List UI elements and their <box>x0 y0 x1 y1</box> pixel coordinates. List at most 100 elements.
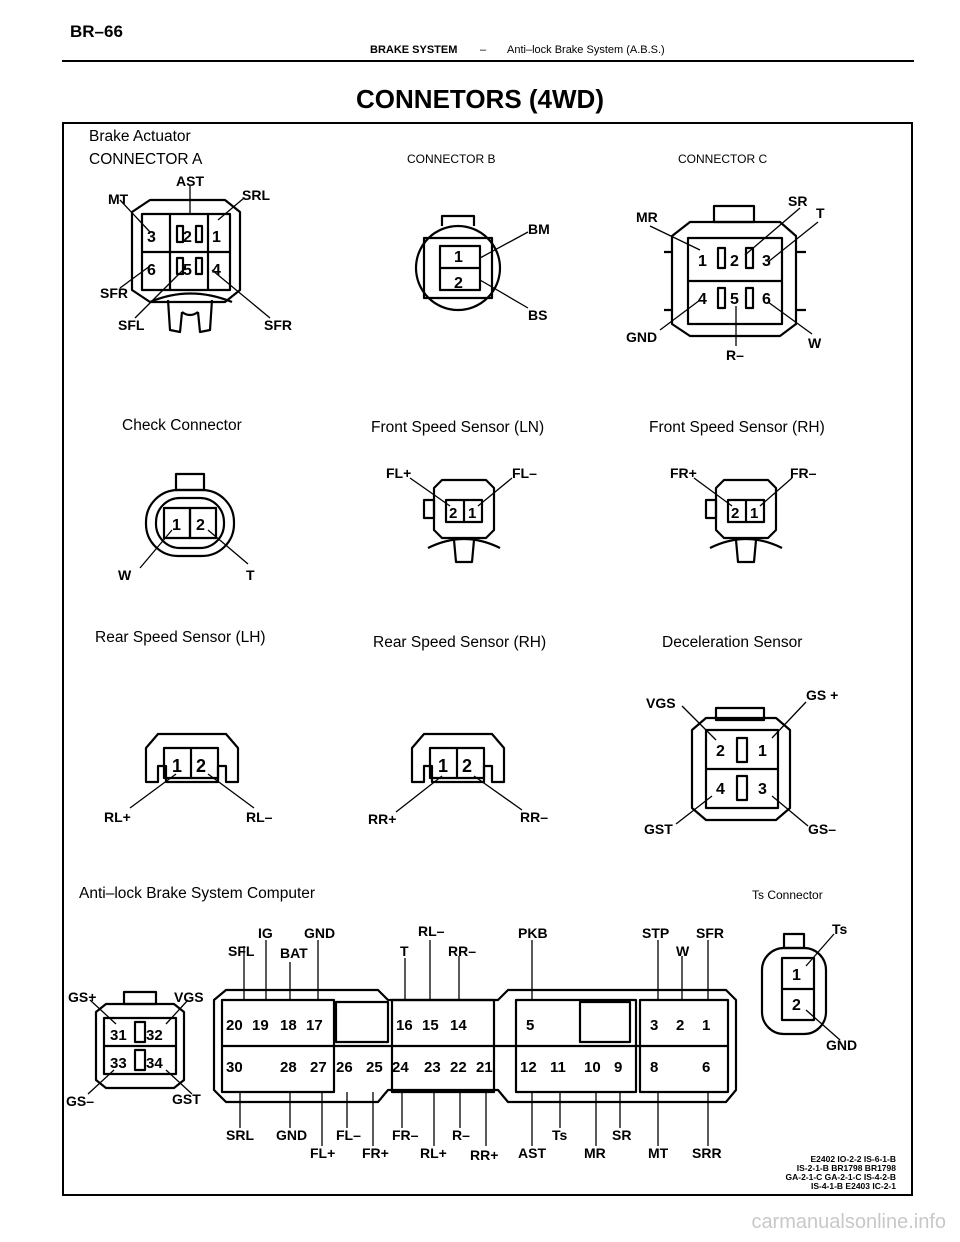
ecu-main-connector-drawing <box>212 940 738 1146</box>
terminal-label: MT <box>648 1145 669 1161</box>
terminal-label: SFR <box>100 285 128 301</box>
pin-label: 24 <box>392 1059 409 1076</box>
pin-label: 16 <box>396 1017 413 1034</box>
pin-label: 6 <box>762 291 771 308</box>
terminal-label: W <box>118 567 132 583</box>
terminal-label: RR+ <box>470 1147 498 1163</box>
pin-label: 33 <box>110 1055 127 1072</box>
pin-label: 1 <box>702 1017 710 1034</box>
pin-label: 2 <box>676 1017 684 1034</box>
pin-label: 1 <box>454 249 463 266</box>
pin-label: 34 <box>146 1055 163 1072</box>
terminal-label: SR <box>788 193 807 209</box>
terminal-label: MR <box>584 1145 606 1161</box>
terminal-label: BAT <box>280 945 308 961</box>
pin-label: 10 <box>584 1059 601 1076</box>
connector-b-drawing <box>414 214 529 312</box>
pin-label: 2 <box>731 505 739 522</box>
page-number: BR–66 <box>70 22 123 41</box>
diagram-frame <box>62 122 913 1196</box>
pin-label: 2 <box>454 275 463 292</box>
actuator-a-title-1: Brake Actuator <box>89 128 191 145</box>
terminal-label: SFR <box>696 925 724 941</box>
connector-c-drawing <box>649 204 819 346</box>
terminal-label: RL– <box>246 809 273 825</box>
pin-label: 2 <box>462 756 472 776</box>
reference-code-line: E2402 IO-2-2 IS-6-1-B <box>810 1154 896 1164</box>
terminal-label: SFL <box>118 317 145 333</box>
pin-label: 3 <box>758 781 767 798</box>
terminal-label: FR+ <box>362 1145 389 1161</box>
reference-code-line: IS-2-1-B BR1798 BR1798 <box>797 1163 896 1173</box>
pin-label: 20 <box>226 1017 243 1034</box>
pin-label: 4 <box>698 291 707 308</box>
terminal-label: GS+ <box>68 989 96 1005</box>
terminal-label: R– <box>726 347 744 363</box>
terminal-label: FR+ <box>670 465 697 481</box>
pin-label: 1 <box>212 229 221 246</box>
front-ln-title: Front Speed Sensor (LN) <box>371 419 545 436</box>
pin-label: 30 <box>226 1059 243 1076</box>
pin-label: 1 <box>758 743 767 760</box>
pin-label: 2 <box>449 505 457 522</box>
terminal-label: GND <box>826 1037 857 1053</box>
terminal-label: W <box>676 943 690 959</box>
pin-label: 6 <box>147 262 156 279</box>
watermark: carmanualsonline.info <box>751 1211 946 1233</box>
pin-label: 31 <box>110 1027 127 1044</box>
check-connector-drawing <box>139 472 249 569</box>
pin-label: 9 <box>614 1059 622 1076</box>
pin-label: 2 <box>196 517 205 534</box>
terminal-label: T <box>816 205 825 221</box>
terminal-label: GST <box>172 1091 201 1107</box>
rear-rh-drawing <box>395 732 523 813</box>
terminal-label: SRR <box>692 1145 722 1161</box>
pin-label: 2 <box>730 253 739 270</box>
pin-label: 32 <box>146 1027 163 1044</box>
pin-label: 3 <box>762 253 771 270</box>
actuator-a-title-2: CONNECTOR A <box>89 151 203 168</box>
pin-label: 4 <box>212 262 221 279</box>
pin-label: 5 <box>730 291 739 308</box>
terminal-label: SFR <box>264 317 292 333</box>
front-rh-title: Front Speed Sensor (RH) <box>649 419 825 436</box>
pin-label: 22 <box>450 1059 467 1076</box>
terminal-label: Ts <box>552 1127 568 1143</box>
pin-label: 1 <box>172 517 181 534</box>
terminal-label: BM <box>528 221 550 237</box>
terminal-label: GS + <box>806 687 838 703</box>
pin-label: 11 <box>550 1059 566 1076</box>
terminal-label: RL– <box>418 923 445 939</box>
ecu-small-connector-drawing <box>87 990 193 1095</box>
connector-a-drawing <box>119 186 271 334</box>
rear-lh-drawing <box>129 732 255 809</box>
pin-label: 3 <box>650 1017 658 1034</box>
header-rule <box>62 60 914 62</box>
pin-label: 2 <box>196 756 206 776</box>
terminal-label: Ts <box>832 921 848 937</box>
decel-sensor-title: Deceleration Sensor <box>662 634 803 651</box>
connector-c-title: CONNECTOR C <box>678 152 768 166</box>
ecu-title: Anti–lock Brake System Computer <box>79 885 316 902</box>
pin-label: 1 <box>750 505 758 522</box>
pin-label: 5 <box>183 262 192 279</box>
terminal-label: GND <box>304 925 335 941</box>
pin-label: 15 <box>422 1017 439 1034</box>
pin-label: 3 <box>147 229 156 246</box>
terminal-label: FR– <box>790 465 817 481</box>
header-subsection: Anti–lock Brake System (A.B.S.) <box>507 44 665 56</box>
terminal-label: RR– <box>448 943 476 959</box>
terminal-label: PKB <box>518 925 548 941</box>
decel-sensor-drawing <box>675 701 809 827</box>
terminal-label: SR <box>612 1127 631 1143</box>
pin-label: 1 <box>468 505 476 522</box>
pin-label: 17 <box>306 1017 323 1034</box>
rear-lh-title: Rear Speed Sensor (LH) <box>95 629 266 646</box>
reference-code-line: GA-2-1-C GA-2-1-C IS-4-2-B <box>785 1172 896 1182</box>
pin-label: 14 <box>450 1017 467 1034</box>
pin-label: 1 <box>438 756 448 776</box>
pin-label: 26 <box>336 1059 353 1076</box>
pin-label: 12 <box>520 1059 537 1076</box>
connector-b-title: CONNECTOR B <box>407 152 496 166</box>
